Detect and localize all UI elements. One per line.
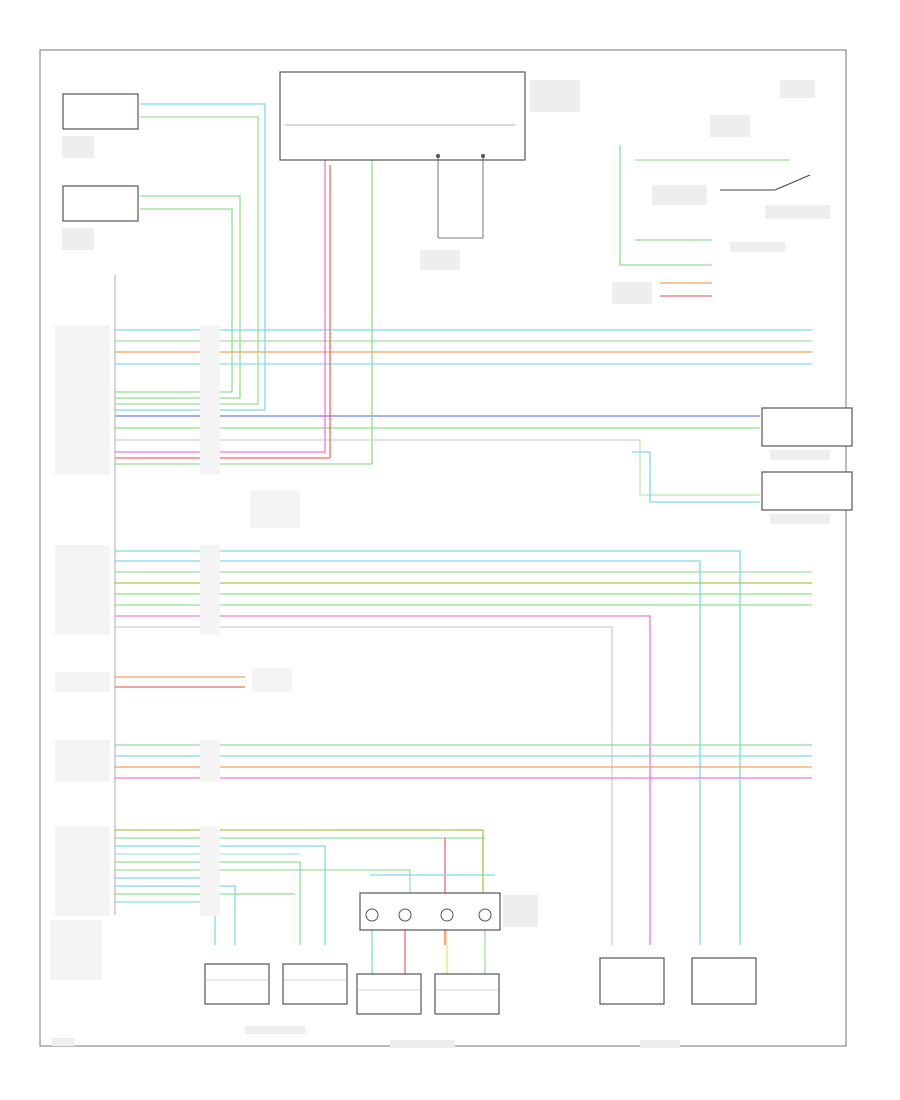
- component-box-3: [356, 973, 422, 1015]
- connector-signal-labels-3: [55, 672, 110, 692]
- group-label-front: [245, 1026, 305, 1034]
- wire-b-olive: [115, 829, 484, 905]
- side-ref-label-2: [252, 668, 292, 692]
- wire-lightgreen-1: [115, 116, 259, 405]
- component-box-6: [691, 957, 757, 1005]
- right-panel-misc: [710, 115, 750, 137]
- cluster-label: [503, 895, 538, 927]
- seat-sensor-box-1: [761, 407, 853, 447]
- connector-wire-labels-4: [200, 826, 220, 916]
- wire-b-green5: [115, 861, 301, 945]
- left-top-sensors: [62, 93, 139, 250]
- component-box-5: [599, 957, 665, 1005]
- footer-left-label: [52, 1038, 74, 1046]
- right-panel-switch: [652, 185, 707, 205]
- wire-h-cyan3: [632, 451, 760, 503]
- side-ref-label: [250, 490, 300, 528]
- wire-lightgreen-3: [115, 208, 233, 393]
- connector-signal-labels-2: [55, 545, 110, 635]
- right-top-panel: [612, 80, 830, 304]
- right-seat-sensors: [761, 407, 853, 524]
- ground-pin-1: [436, 154, 440, 158]
- wire-m-cyan: [115, 550, 741, 945]
- cluster-pin-2: [398, 908, 412, 922]
- wire-r-green: [619, 145, 712, 266]
- wire-b-cyan: [115, 845, 326, 945]
- cluster-pin-4: [478, 908, 492, 922]
- wire-m-gray: [115, 626, 613, 945]
- component-box-2: [282, 963, 348, 1005]
- ground-pin-2: [481, 154, 485, 158]
- seat-sensor-label-1: [770, 450, 830, 460]
- sensor-label-2: [62, 228, 94, 250]
- connector-signal-labels-4: [55, 740, 110, 782]
- wire-h-green3: [115, 439, 760, 496]
- top-module-label: [530, 80, 580, 112]
- connector-signal-labels-1: [55, 325, 110, 475]
- wire-b-cyan5: [115, 885, 236, 945]
- wire-m-pink: [115, 615, 651, 945]
- right-panel-seat-label: [730, 242, 785, 252]
- component-box-4: [434, 973, 500, 1015]
- switch-icon: [720, 174, 811, 191]
- connector-wire-labels-3: [200, 740, 220, 782]
- right-panel-conn-label: [612, 282, 652, 304]
- component-box-1: [204, 963, 270, 1005]
- seat-sensor-label-2: [770, 514, 830, 524]
- top-module-box: [279, 71, 526, 161]
- left-connector-block: [50, 275, 300, 980]
- sensor-box-2: [62, 185, 139, 222]
- ground-branch: [437, 158, 484, 239]
- module-name-label: [50, 920, 102, 980]
- wire-m-cyan2: [115, 560, 701, 945]
- cluster-pin-1: [365, 908, 379, 922]
- top-center-module: [279, 71, 580, 270]
- wire-b-green6: [115, 869, 411, 893]
- bottom-sensor-cluster: [359, 892, 538, 931]
- sensor-label-1: [62, 136, 94, 158]
- cluster-box: [359, 892, 501, 931]
- seat-sensor-box-2: [761, 471, 853, 511]
- connector-signal-labels-5: [55, 826, 110, 916]
- bottom-components: [52, 957, 757, 1048]
- wire-lightgreen-2: [115, 195, 241, 399]
- connector-wire-labels-2: [200, 545, 220, 635]
- sensor-box-1: [62, 93, 139, 130]
- cluster-pin-3: [440, 908, 454, 922]
- group-label-center: [390, 1040, 455, 1048]
- connector-wire-labels-1: [200, 325, 220, 475]
- ground-label: [420, 250, 460, 270]
- group-label-right: [640, 1040, 680, 1048]
- wire-cyan-1: [115, 103, 266, 411]
- right-panel-title: [780, 80, 815, 98]
- right-panel-switch-label: [765, 205, 830, 219]
